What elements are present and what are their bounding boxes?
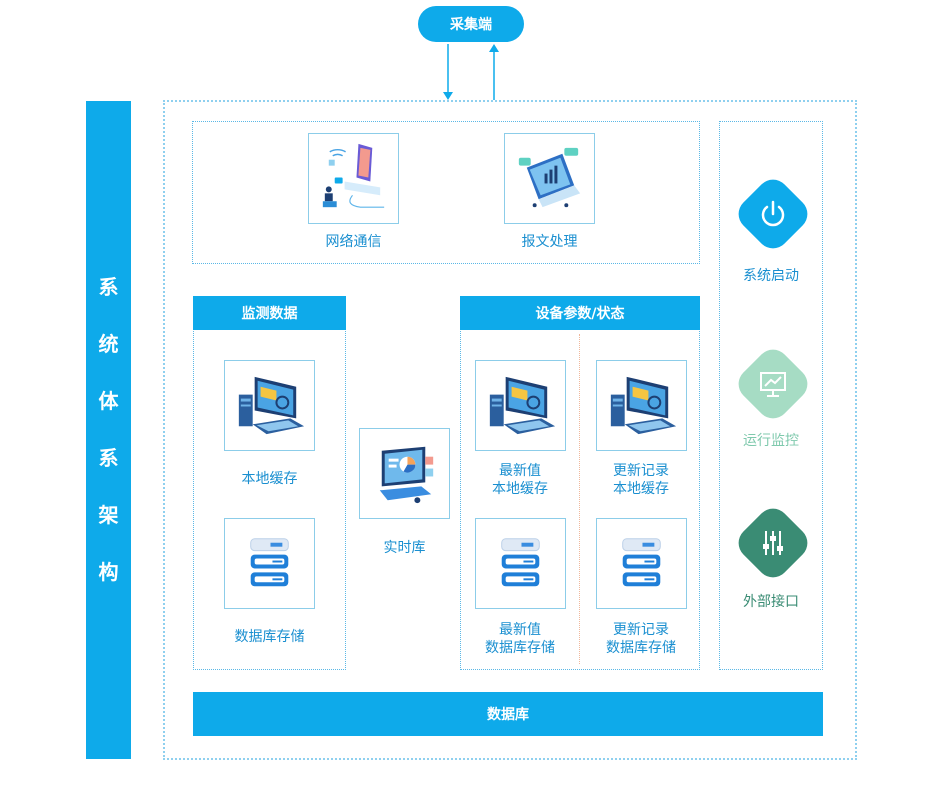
database-server-icon (476, 519, 565, 608)
run-monitor-label: 运行监控 (743, 433, 799, 449)
update-record-local-cache-label: 更新记录 本地缓存 (581, 462, 701, 498)
external-interface-label: 外部接口 (743, 594, 799, 610)
label-line2: 本地缓存 (492, 481, 548, 497)
run-monitor-node (731, 342, 815, 426)
monitor-data-header: 监测数据 (193, 296, 346, 330)
computer-icon (476, 361, 565, 450)
system-start-label: 系统启动 (743, 268, 799, 284)
label-line1: 更新记录 (613, 463, 669, 479)
realtime-db-label: 实时库 (383, 540, 426, 556)
database-storage-label: 数据库存储 (234, 629, 305, 645)
monitor-data-header-label: 监测数据 (241, 306, 298, 322)
device-params-divider (579, 334, 580, 664)
side-title-char: 体 (98, 389, 119, 413)
database-server-icon (597, 519, 686, 608)
label-line1: 更新记录 (613, 622, 669, 638)
monitor-icon (760, 372, 786, 397)
device-params-header-label: 设备参数/状态 (535, 306, 625, 322)
latest-value-local-cache-label: 最新值 本地缓存 (460, 462, 580, 498)
database-bar: 数据库 (193, 692, 823, 736)
communication-panel (192, 121, 700, 264)
local-cache-card (224, 360, 315, 451)
system-start-node (731, 172, 815, 256)
message-processing-label: 报文处理 (521, 234, 578, 250)
update-record-db-storage-label: 更新记录 数据库存储 (581, 621, 701, 657)
label-line2: 本地缓存 (613, 481, 669, 497)
update-record-db-storage-card (596, 518, 687, 609)
system-architecture-side-title: 系 统 体 系 架 构 (86, 101, 131, 759)
dashboard-icon (379, 446, 434, 504)
system-control-panel (719, 121, 823, 670)
power-icon (761, 200, 785, 227)
main-frame (163, 100, 857, 760)
latest-value-db-storage-card (475, 518, 566, 609)
side-title-char: 系 (98, 446, 119, 470)
computer-icon (597, 361, 686, 450)
latest-value-local-cache-card (475, 360, 566, 451)
external-interface-diamond (731, 501, 815, 585)
realtime-db-card (359, 428, 450, 519)
network-communication-icon (322, 143, 385, 208)
local-cache-label: 本地缓存 (241, 471, 298, 487)
message-processing-card (504, 133, 595, 224)
side-title-char: 统 (98, 332, 119, 356)
label-line2: 数据库存储 (606, 640, 676, 656)
latest-value-db-storage-label: 最新值 数据库存储 (460, 621, 580, 657)
up-arrow-icon (489, 44, 499, 52)
side-title-char: 系 (98, 275, 119, 299)
system-start-diamond (731, 172, 815, 256)
database-server-icon (225, 519, 314, 608)
device-params-header: 设备参数/状态 (460, 296, 700, 330)
network-communication-label: 网络通信 (325, 234, 382, 250)
network-communication-card (308, 133, 399, 224)
interface-sliders-icon (763, 531, 783, 555)
update-record-local-cache-card (596, 360, 687, 451)
collector-node-label: 采集端 (450, 17, 492, 33)
side-title-text: 系 统 体 系 架 构 (99, 259, 119, 601)
label-line1: 最新值 (499, 622, 541, 638)
side-title-char: 架 (98, 503, 119, 527)
label-line1: 最新值 (499, 463, 541, 479)
message-processing-icon (518, 147, 581, 208)
run-monitor-diamond (731, 342, 815, 426)
database-bar-label: 数据库 (487, 707, 529, 723)
database-storage-card (224, 518, 315, 609)
label-line2: 数据库存储 (485, 640, 555, 656)
collector-node: 采集端 (418, 6, 524, 42)
computer-icon (225, 361, 314, 450)
down-arrow-icon (443, 92, 453, 100)
external-interface-node (731, 501, 815, 585)
side-title-char: 构 (98, 560, 119, 584)
connection-arrows (443, 44, 499, 100)
